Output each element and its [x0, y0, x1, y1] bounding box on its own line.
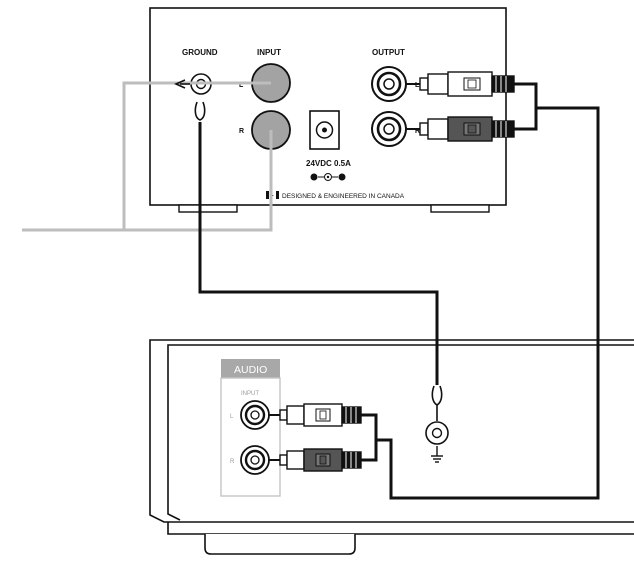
receiver-input-l-label: L [230, 414, 234, 420]
output-l-label: L [415, 82, 420, 89]
ground-wire-lug-top [174, 79, 206, 121]
ground-label: GROUND [182, 48, 218, 57]
output-label: OUTPUT [372, 48, 405, 57]
output-r-label: R [415, 128, 420, 135]
output-r-plug[interactable] [406, 116, 515, 142]
receiver-foot [204, 534, 356, 555]
preamp-chassis [149, 7, 507, 206]
footer-text: DESIGNED & ENGINEERED IN CANADA [282, 193, 405, 200]
audio-input-panel: AUDIO INPUT L R [220, 359, 281, 497]
dc-power-jack[interactable] [309, 110, 340, 150]
input-r-label: R [239, 128, 244, 135]
receiver-unit [149, 339, 634, 555]
preamp-foot-right [430, 204, 490, 213]
receiver-r-plug[interactable] [268, 448, 362, 472]
receiver-l-plug[interactable] [268, 403, 362, 427]
audio-output-wires [361, 82, 600, 500]
input-cables [22, 81, 273, 232]
receiver-input-label: INPUT [241, 391, 259, 397]
preamp-unit: GROUND INPUT OUTPUT L R L R [149, 7, 507, 213]
input-l-label: L [239, 82, 244, 89]
ground-wire [198, 122, 439, 385]
preamp-foot-left [178, 204, 238, 213]
receiver-input-l-jack[interactable] [240, 400, 270, 430]
receiver-input-r-jack[interactable] [240, 445, 270, 475]
output-l-jack[interactable] [371, 66, 407, 102]
input-label: INPUT [257, 48, 281, 57]
polarity-symbol-icon [310, 173, 346, 181]
receiver-chassis [149, 339, 634, 523]
receiver-ground-terminal[interactable] [425, 421, 449, 445]
ground-symbol-icon [431, 446, 443, 463]
audio-panel-label: AUDIO [234, 364, 267, 376]
output-r-jack[interactable] [371, 111, 407, 147]
output-l-plug[interactable] [406, 71, 515, 97]
receiver-input-r-label: R [230, 459, 235, 465]
power-rating-label: 24VDC 0.5A [306, 159, 351, 168]
ground-wire-lug-bottom [431, 385, 443, 421]
